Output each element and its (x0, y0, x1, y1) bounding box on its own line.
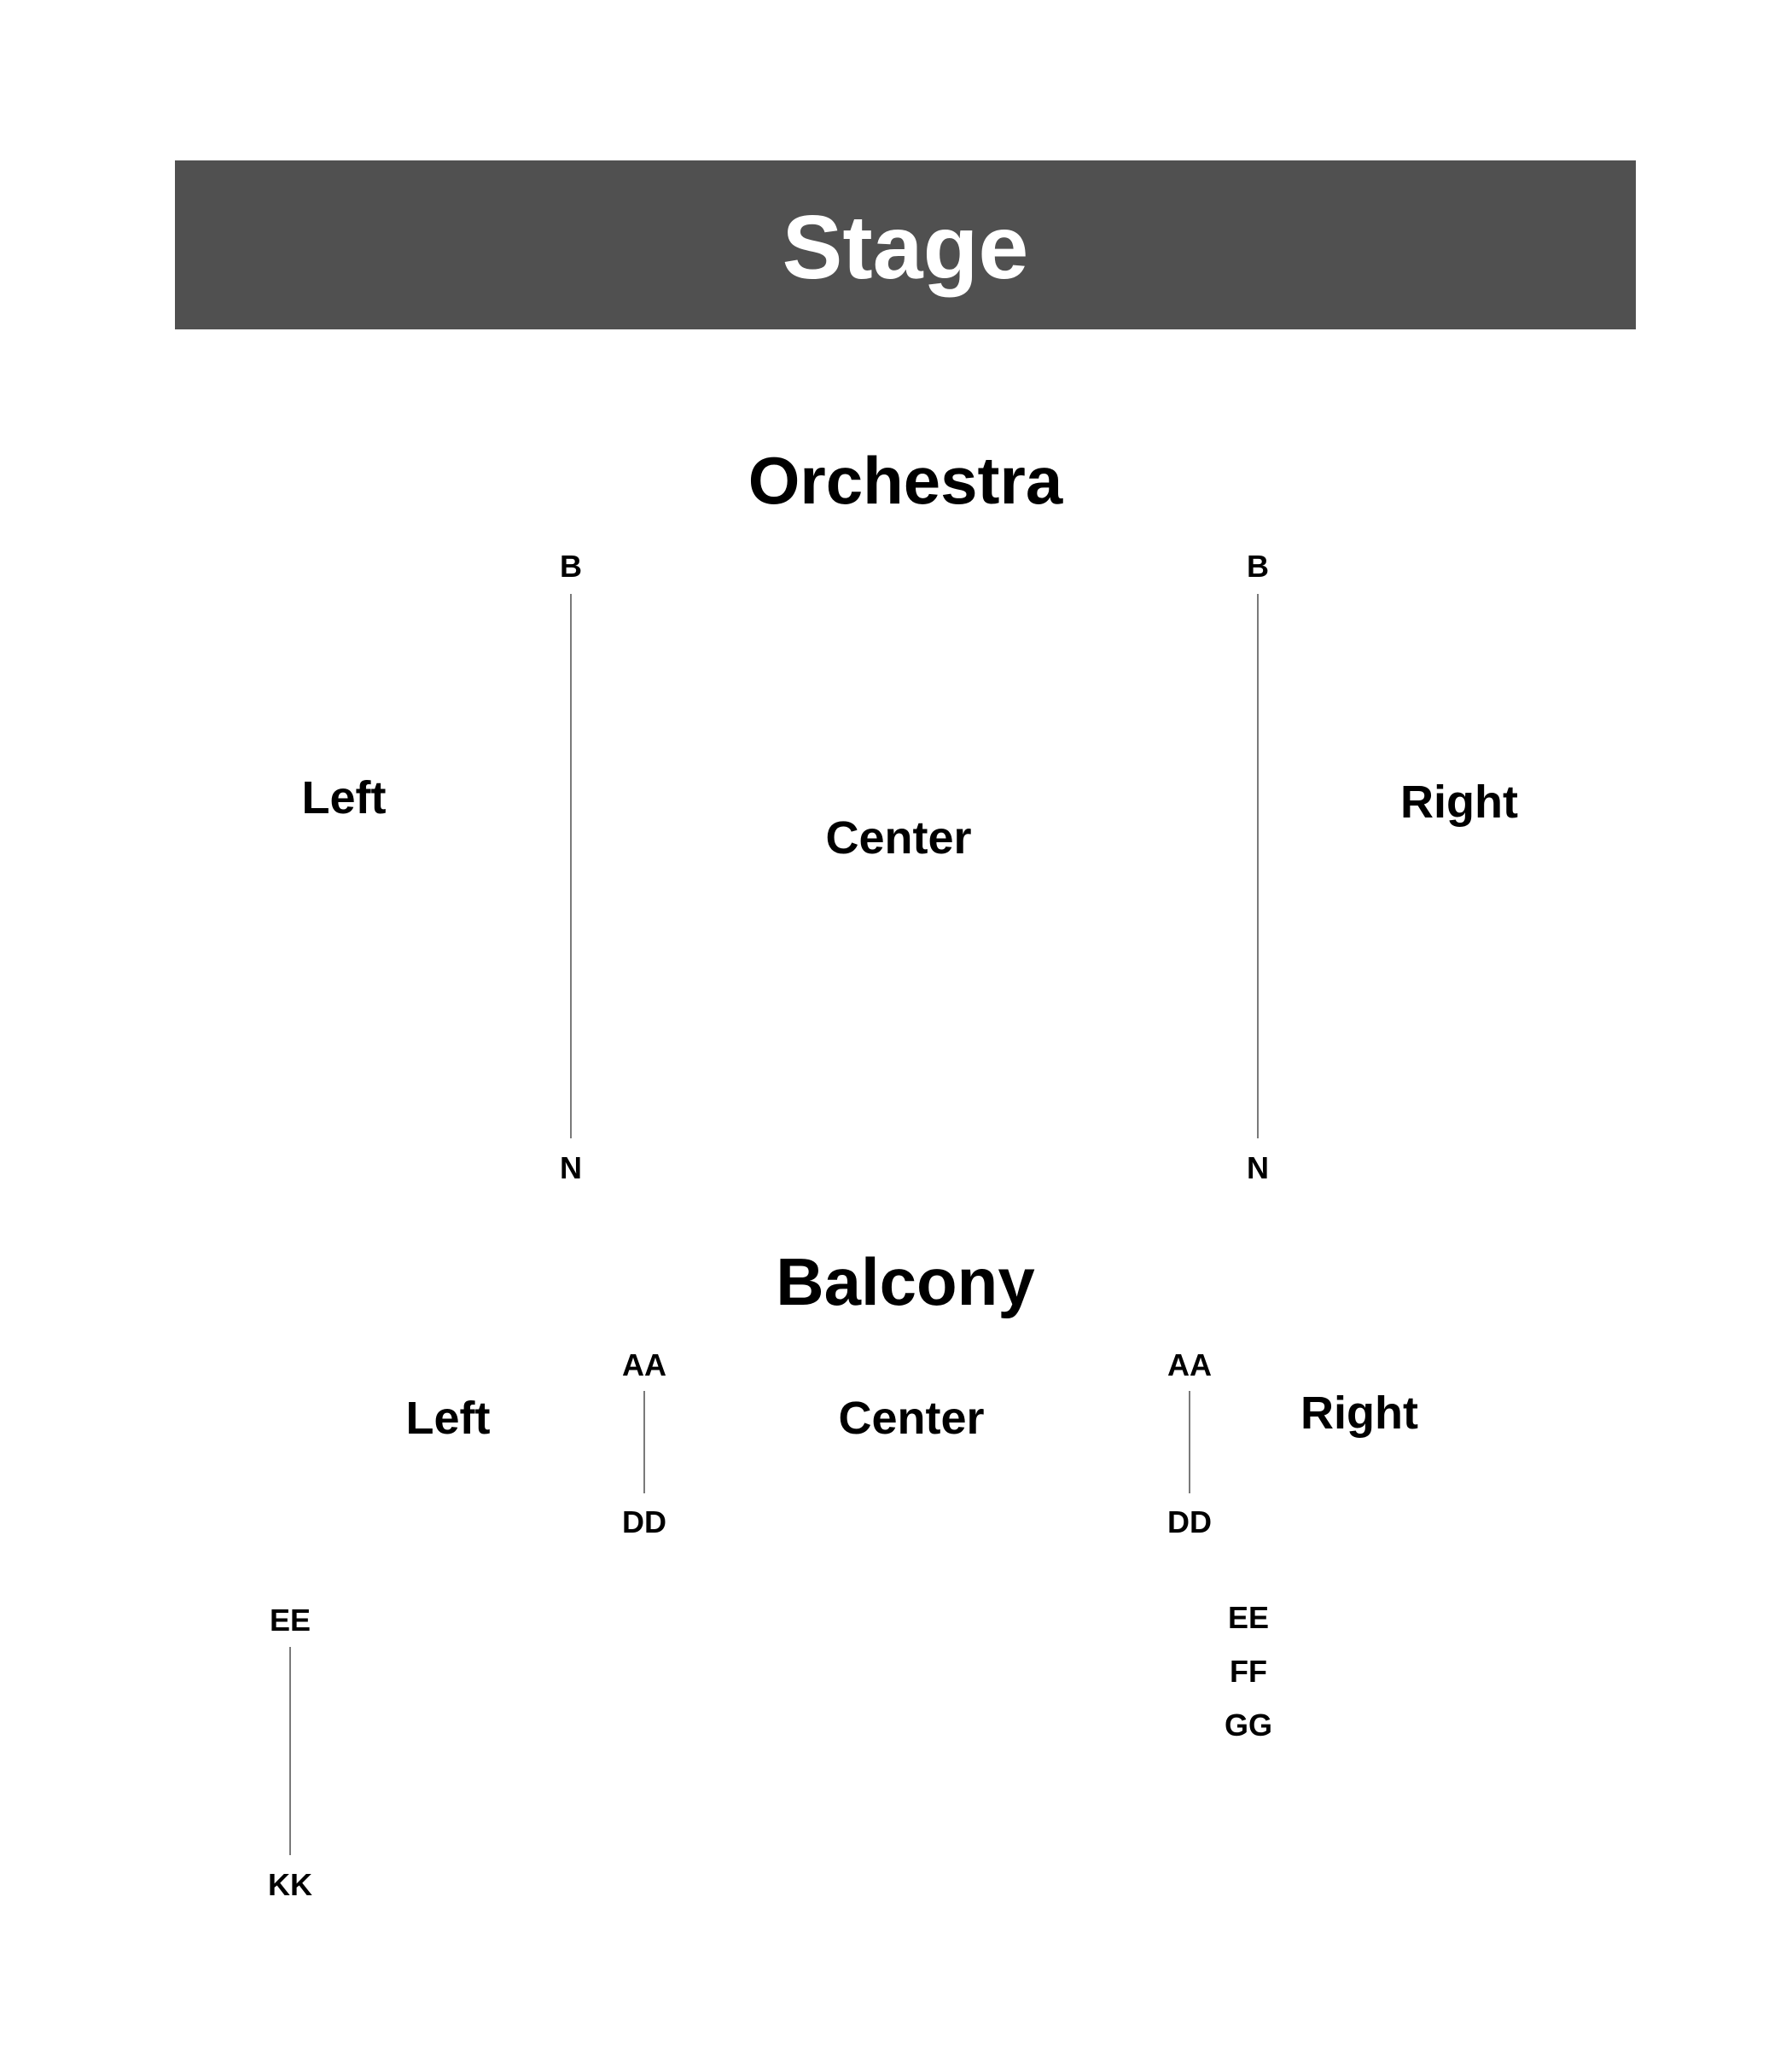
orchestra-left-aisle-start: B (560, 549, 582, 584)
balcony-right-rear-row: EE (1227, 1600, 1270, 1635)
balcony-left-rear-line (289, 1647, 291, 1855)
balcony-left-rear-start: EE (269, 1603, 311, 1638)
balcony-center-label: Center (838, 1393, 985, 1444)
balcony-right-aisle-start: AA (1167, 1347, 1212, 1382)
stage-label: Stage (782, 197, 1029, 298)
balcony-right-rear-row: GG (1224, 1708, 1273, 1743)
orchestra-title: Orchestra (748, 443, 1063, 518)
balcony-right-aisle-end: DD (1167, 1504, 1212, 1539)
orchestra-right-label: Right (1400, 777, 1518, 828)
orchestra-right-aisle-line (1257, 594, 1259, 1138)
balcony-left-aisle-start: AA (622, 1347, 666, 1382)
balcony-right-aisle-line (1189, 1391, 1190, 1493)
stage-block: Stage (175, 160, 1636, 329)
balcony-right-rear-row: FF (1230, 1654, 1267, 1689)
orchestra-left-aisle-line (570, 594, 572, 1138)
balcony-left-rear-end: KK (268, 1867, 312, 1902)
balcony-right-label: Right (1300, 1388, 1418, 1439)
orchestra-center-label: Center (825, 812, 972, 864)
orchestra-left-label: Left (301, 772, 387, 823)
balcony-left-aisle-line (643, 1391, 645, 1493)
orchestra-left-aisle-end: N (560, 1150, 582, 1185)
balcony-title: Balcony (776, 1244, 1035, 1319)
balcony-left-aisle-end: DD (622, 1504, 666, 1539)
balcony-left-label: Left (405, 1393, 491, 1444)
orchestra-right-aisle-start: B (1247, 549, 1269, 584)
orchestra-right-aisle-end: N (1247, 1150, 1269, 1185)
